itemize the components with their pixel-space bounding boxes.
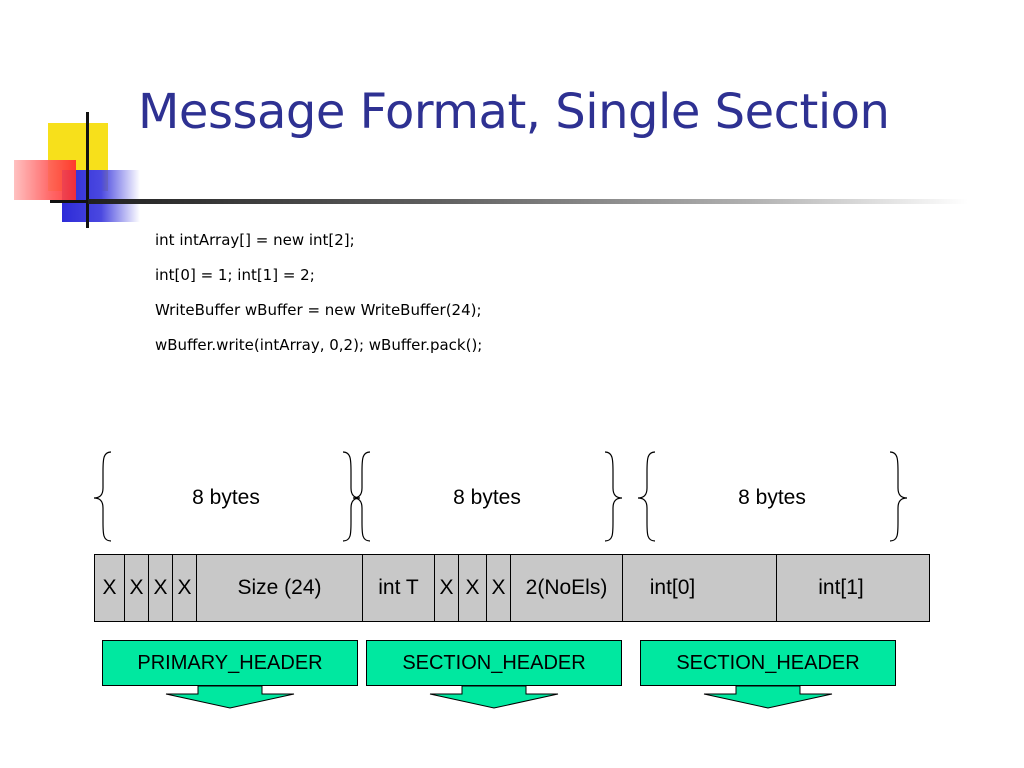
brace-1-left — [93, 451, 112, 542]
size-cell-label: Size (24) — [237, 576, 322, 599]
logo-red-square — [14, 160, 76, 200]
int-0-cell: int[0] — [623, 555, 777, 621]
byte-cell-label: X — [491, 576, 506, 599]
brace-label-3: 8 bytes — [738, 486, 806, 509]
byte-cell: X — [435, 555, 459, 621]
code-block: int intArray[] = new int[2]; int[0] = 1;… — [155, 230, 482, 370]
byte-cell-label: X — [129, 576, 144, 599]
slide-title: Message Format, Single Section — [138, 84, 890, 140]
byte-cell-label: X — [153, 576, 168, 599]
primary-header-box: PRIMARY_HEADER — [102, 640, 358, 686]
logo-vertical-line — [86, 112, 89, 228]
slide-logo-decoration — [0, 0, 140, 240]
brace-label-2: 8 bytes — [453, 486, 521, 509]
byte-cell-label: X — [465, 576, 480, 599]
num-elements-cell-label: 2(NoEls) — [525, 576, 608, 599]
brace-label-1: 8 bytes — [192, 486, 260, 509]
message-bytes-bar: X X X X Size (24) int T X X X 2(NoEls) i… — [94, 554, 930, 622]
brace-1-right — [342, 451, 361, 542]
brace-2-right — [604, 451, 623, 542]
section-header-box-2: SECTION_HEADER — [640, 640, 896, 686]
title-underline — [88, 199, 968, 204]
byte-cell-label: X — [177, 576, 192, 599]
code-line-1: int intArray[] = new int[2]; — [155, 231, 355, 249]
brace-2-left — [352, 451, 371, 542]
int-1-cell-label: int[1] — [818, 576, 864, 599]
code-line-4: wBuffer.write(intArray, 0,2); wBuffer.pa… — [155, 336, 483, 354]
byte-cell: X — [487, 555, 511, 621]
byte-cell: X — [459, 555, 487, 621]
size-cell: Size (24) — [197, 555, 363, 621]
brace-3-right — [889, 451, 908, 542]
byte-cell: X — [95, 555, 125, 621]
byte-cell: X — [173, 555, 197, 621]
byte-cell-label: X — [439, 576, 454, 599]
code-line-3: WriteBuffer wBuffer = new WriteBuffer(24… — [155, 301, 482, 319]
int-type-cell: int T — [363, 555, 435, 621]
byte-cell: X — [125, 555, 149, 621]
int-0-cell-label: int[0] — [649, 576, 696, 599]
int-type-cell-label: int T — [378, 576, 419, 599]
byte-cell-label: X — [102, 576, 117, 599]
num-elements-cell: 2(NoEls) — [511, 555, 623, 621]
primary-header-label: PRIMARY_HEADER — [137, 651, 323, 674]
byte-cell: X — [149, 555, 173, 621]
section-header-box-1: SECTION_HEADER — [366, 640, 622, 686]
section-header-label-2: SECTION_HEADER — [676, 651, 860, 674]
code-line-2: int[0] = 1; int[1] = 2; — [155, 266, 315, 284]
int-1-cell: int[1] — [777, 555, 929, 621]
section-header-label-1: SECTION_HEADER — [402, 651, 586, 674]
brace-3-left — [637, 451, 656, 542]
